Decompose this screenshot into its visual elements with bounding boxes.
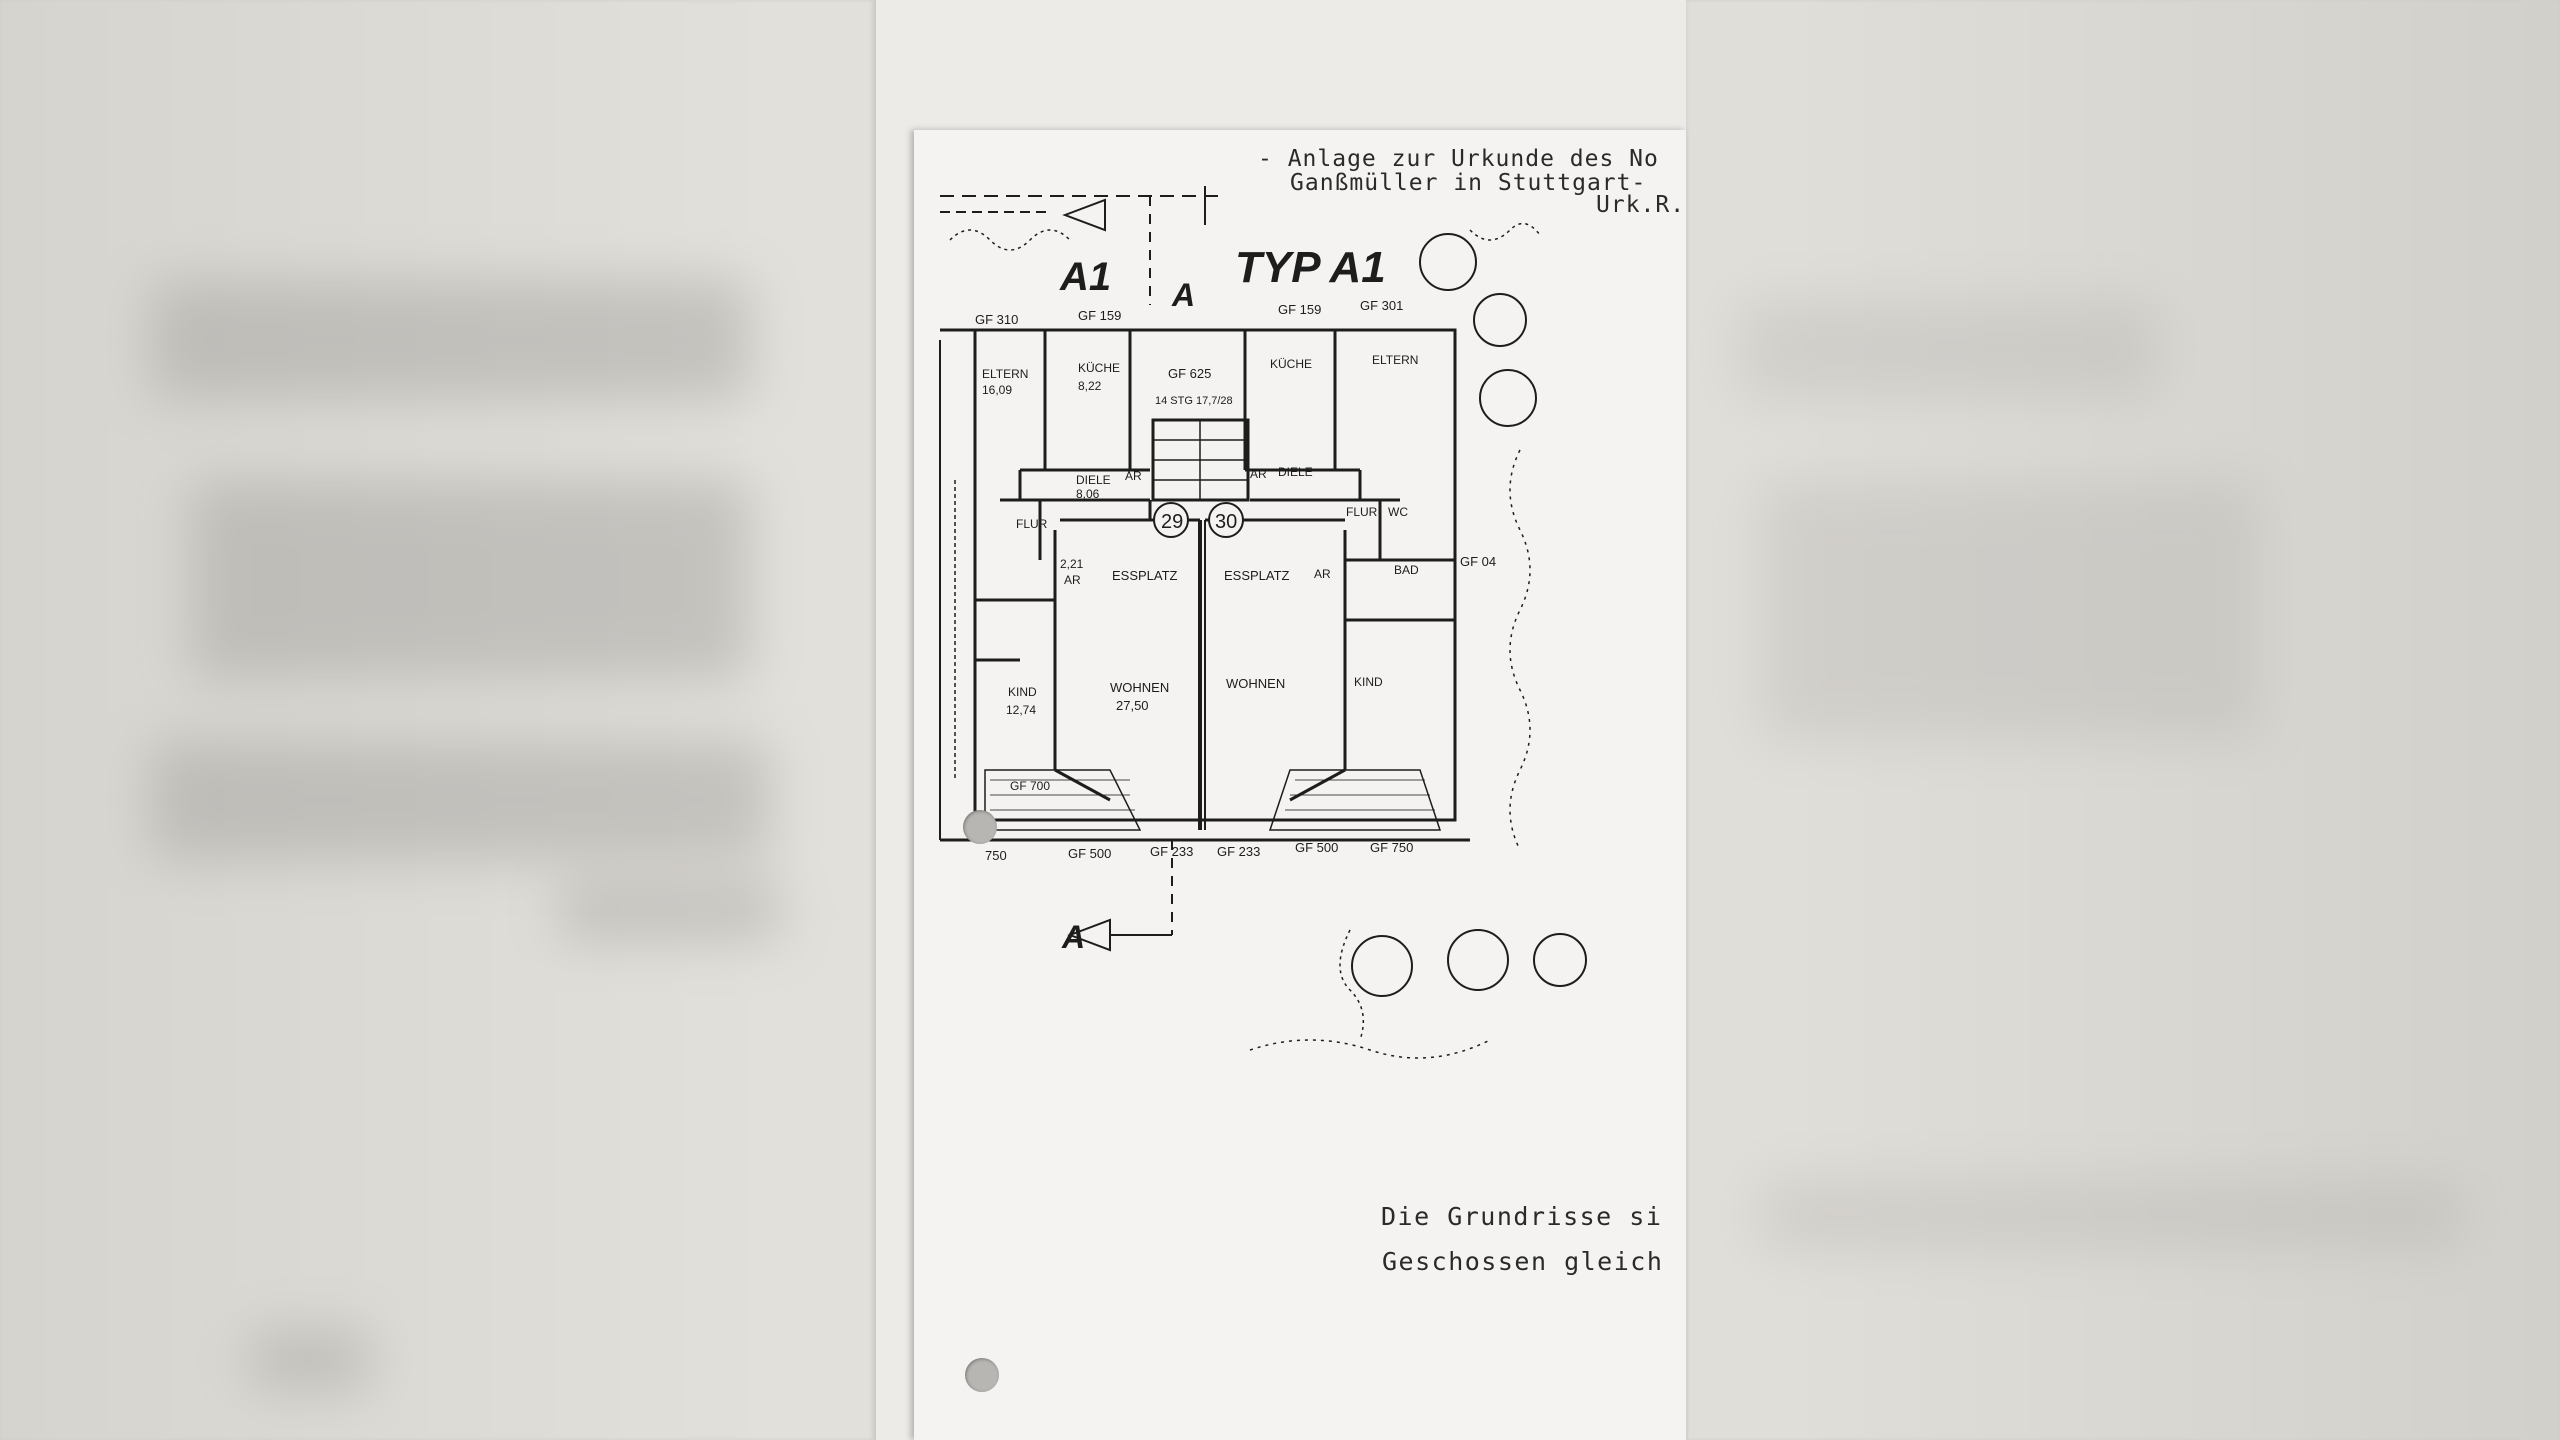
room-wc-right: WC xyxy=(1388,505,1408,519)
gf-label-3: GF 625 xyxy=(1168,366,1211,381)
room-kueche-right: KÜCHE xyxy=(1270,357,1312,371)
room-kind-left: KIND xyxy=(1008,685,1037,699)
gf-label-2: GF 159 xyxy=(1078,308,1121,323)
room-flur-left: FLUR xyxy=(1016,517,1048,531)
gf-label-6: GF 700 xyxy=(1010,779,1050,793)
gf-label-11: GF 750 xyxy=(1370,840,1413,855)
room-eltern-right: ELTERN xyxy=(1372,353,1418,367)
header-line-3: Urk.R. xyxy=(1596,192,1686,218)
room-diele-left-area: 8,06 xyxy=(1076,487,1100,501)
room-eltern-left-area: 16,09 xyxy=(982,383,1012,397)
section-mark-bottom: A xyxy=(1061,919,1085,955)
room-wohnen-left-area: 27,50 xyxy=(1116,698,1149,713)
gf-label-4: GF 159 xyxy=(1278,302,1321,317)
gf-label-5: GF 301 xyxy=(1360,298,1403,313)
punch-hole-top xyxy=(963,810,997,844)
stair-note: 14 STG 17,7/28 xyxy=(1155,395,1233,407)
caption-line-2: Geschossen gleich xyxy=(1382,1247,1664,1276)
gf-label-9: GF 233 xyxy=(1217,844,1260,859)
gf-label-1: GF 310 xyxy=(975,312,1018,327)
caption-line-1: Die Grundrisse si xyxy=(1381,1202,1663,1231)
room-wohnen-right: WOHNEN xyxy=(1226,676,1285,691)
section-mark-left: A1 xyxy=(1059,255,1111,299)
room-ar2-right: AR xyxy=(1314,567,1331,581)
document-sheet xyxy=(914,130,1686,1440)
plan-title: TYP A1 xyxy=(1235,243,1386,292)
dim-bottom-left: 750 xyxy=(985,848,1007,863)
room-eltern-left: ELTERN xyxy=(982,367,1028,381)
gf-label-10: GF 500 xyxy=(1295,840,1338,855)
header-line-1: - Anlage zur Urkunde des No xyxy=(1258,146,1659,172)
room-essplatz-right: ESSPLATZ xyxy=(1224,568,1290,583)
room-ar-right: AR xyxy=(1250,467,1267,481)
room-wohnen-left: WOHNEN xyxy=(1110,680,1169,695)
room-essplatz-left: ESSPLATZ xyxy=(1112,568,1178,583)
unit-number-right: 30 xyxy=(1215,511,1237,533)
gf-label-7: GF 500 xyxy=(1068,846,1111,861)
room-ar2-left: AR xyxy=(1064,573,1081,587)
section-mark-top: A xyxy=(1171,277,1195,313)
room-kind-right: KIND xyxy=(1354,675,1383,689)
room-flur-right: FLUR xyxy=(1346,505,1378,519)
room-kueche-left: KÜCHE xyxy=(1078,361,1120,375)
punch-hole-bottom xyxy=(965,1358,999,1392)
room-diele-left: DIELE xyxy=(1076,473,1111,487)
header-line-2: Ganßmüller in Stuttgart- xyxy=(1290,170,1647,196)
room-kind-left-area: 12,74 xyxy=(1006,703,1036,717)
gf-label-12: GF 04 xyxy=(1460,554,1496,569)
room-ar2-left-area: 2,21 xyxy=(1060,557,1084,571)
unit-number-left: 29 xyxy=(1161,511,1183,533)
room-kueche-left-area: 8,22 xyxy=(1078,379,1102,393)
room-diele-right: DIELE xyxy=(1278,465,1313,479)
gf-label-8: GF 233 xyxy=(1150,844,1193,859)
room-ar-left: AR xyxy=(1125,469,1142,483)
room-bad-right: BAD xyxy=(1394,563,1419,577)
